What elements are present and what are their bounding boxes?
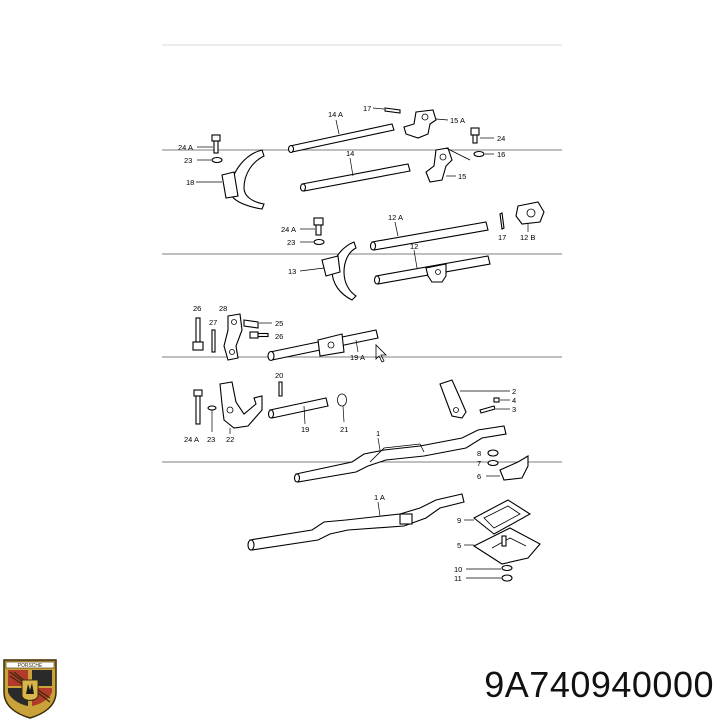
part-24-bolt	[470, 127, 480, 144]
part-17-pin	[384, 107, 401, 114]
part-16-washer	[473, 150, 485, 158]
part-10-washer	[501, 564, 513, 572]
part-24a-bolt-1	[211, 134, 221, 154]
label-1a: 1 A	[374, 493, 385, 502]
part-24a-bolt-2	[313, 217, 324, 236]
part-20-pin	[278, 381, 283, 397]
part-number-text: 9A740940000	[484, 664, 714, 705]
label-19: 19	[301, 425, 309, 434]
label-17-mid: 17	[498, 233, 506, 242]
part-23-washer-1	[211, 156, 223, 164]
label-27: 27	[209, 318, 217, 327]
cursor-arrow-icon	[375, 344, 387, 363]
part-19-shaft	[267, 397, 329, 419]
part-13-fork	[321, 241, 357, 301]
label-4: 4	[512, 396, 516, 405]
label-12: 12	[410, 242, 418, 251]
part-18-fork	[221, 149, 265, 210]
part-12b-bracket	[515, 201, 545, 225]
part-8-nut	[487, 449, 499, 457]
part-23-washer-3	[207, 405, 217, 411]
part-27-pin	[211, 329, 216, 353]
part-3-pin	[479, 405, 496, 414]
label-8: 8	[477, 449, 481, 458]
part-26-bolt	[192, 317, 204, 351]
label-3: 3	[512, 405, 516, 414]
label-24: 24	[497, 134, 505, 143]
crest-lettering: PORSCHE	[18, 663, 43, 669]
label-5: 5	[457, 541, 461, 550]
label-23-1: 23	[184, 156, 192, 165]
label-23-2: 23	[287, 238, 295, 247]
porsche-crest-logo: PORSCHE	[3, 659, 57, 719]
part-6-bracket	[499, 455, 529, 481]
label-13: 13	[288, 267, 296, 276]
part-23-washer-2	[313, 238, 325, 246]
label-2: 2	[512, 387, 516, 396]
part-15a-bracket	[403, 109, 437, 139]
label-24a-2: 24 A	[281, 225, 296, 234]
part-9-gasket	[473, 499, 532, 535]
part-4-nut	[493, 397, 500, 403]
label-28: 28	[219, 304, 227, 313]
label-26-left: 26	[193, 304, 201, 313]
label-7: 7	[477, 459, 481, 468]
label-17-top: 17	[363, 104, 371, 113]
label-24a-1: 24 A	[178, 143, 193, 152]
label-20: 20	[275, 371, 283, 380]
label-23-3: 23	[207, 435, 215, 444]
label-9: 9	[457, 516, 461, 525]
part-17-pin-2	[499, 212, 505, 230]
part-11-nut	[501, 574, 513, 582]
label-16: 16	[497, 150, 505, 159]
label-15a: 15 A	[450, 116, 465, 125]
label-26-right: 26	[275, 332, 283, 341]
label-25: 25	[275, 319, 283, 328]
part-1a-shaft	[247, 493, 465, 551]
part-22-fork	[219, 381, 263, 429]
label-21: 21	[340, 425, 348, 434]
label-24a-3: 24 A	[184, 435, 199, 444]
part-2-lever	[439, 379, 467, 419]
part-25-clip	[243, 319, 259, 329]
label-18: 18	[186, 178, 194, 187]
part-19a-shaft	[267, 329, 379, 362]
label-1: 1	[376, 429, 380, 438]
label-14a: 14 A	[328, 110, 343, 119]
part-14-rod	[299, 163, 411, 192]
label-10: 10	[454, 565, 462, 574]
label-6: 6	[477, 472, 481, 481]
part-12-rod	[373, 255, 491, 285]
part-5-cover	[472, 527, 541, 565]
part-12a-rod	[369, 221, 489, 251]
part-15-bracket	[425, 147, 471, 183]
label-12b: 12 B	[520, 233, 535, 242]
label-11: 11	[454, 574, 462, 583]
label-15: 15	[458, 172, 466, 181]
part-14a-rod	[287, 123, 395, 154]
part-1-shaft	[293, 425, 507, 483]
part-7-washer	[487, 459, 499, 467]
part-26-small-bolt	[249, 331, 269, 339]
part-28-bracket	[223, 313, 243, 361]
label-14: 14	[346, 149, 354, 158]
label-19a: 19 A	[350, 353, 365, 362]
part-24a-bolt-3	[193, 389, 203, 425]
label-12a: 12 A	[388, 213, 403, 222]
part-21-clip	[337, 393, 347, 407]
label-22: 22	[226, 435, 234, 444]
